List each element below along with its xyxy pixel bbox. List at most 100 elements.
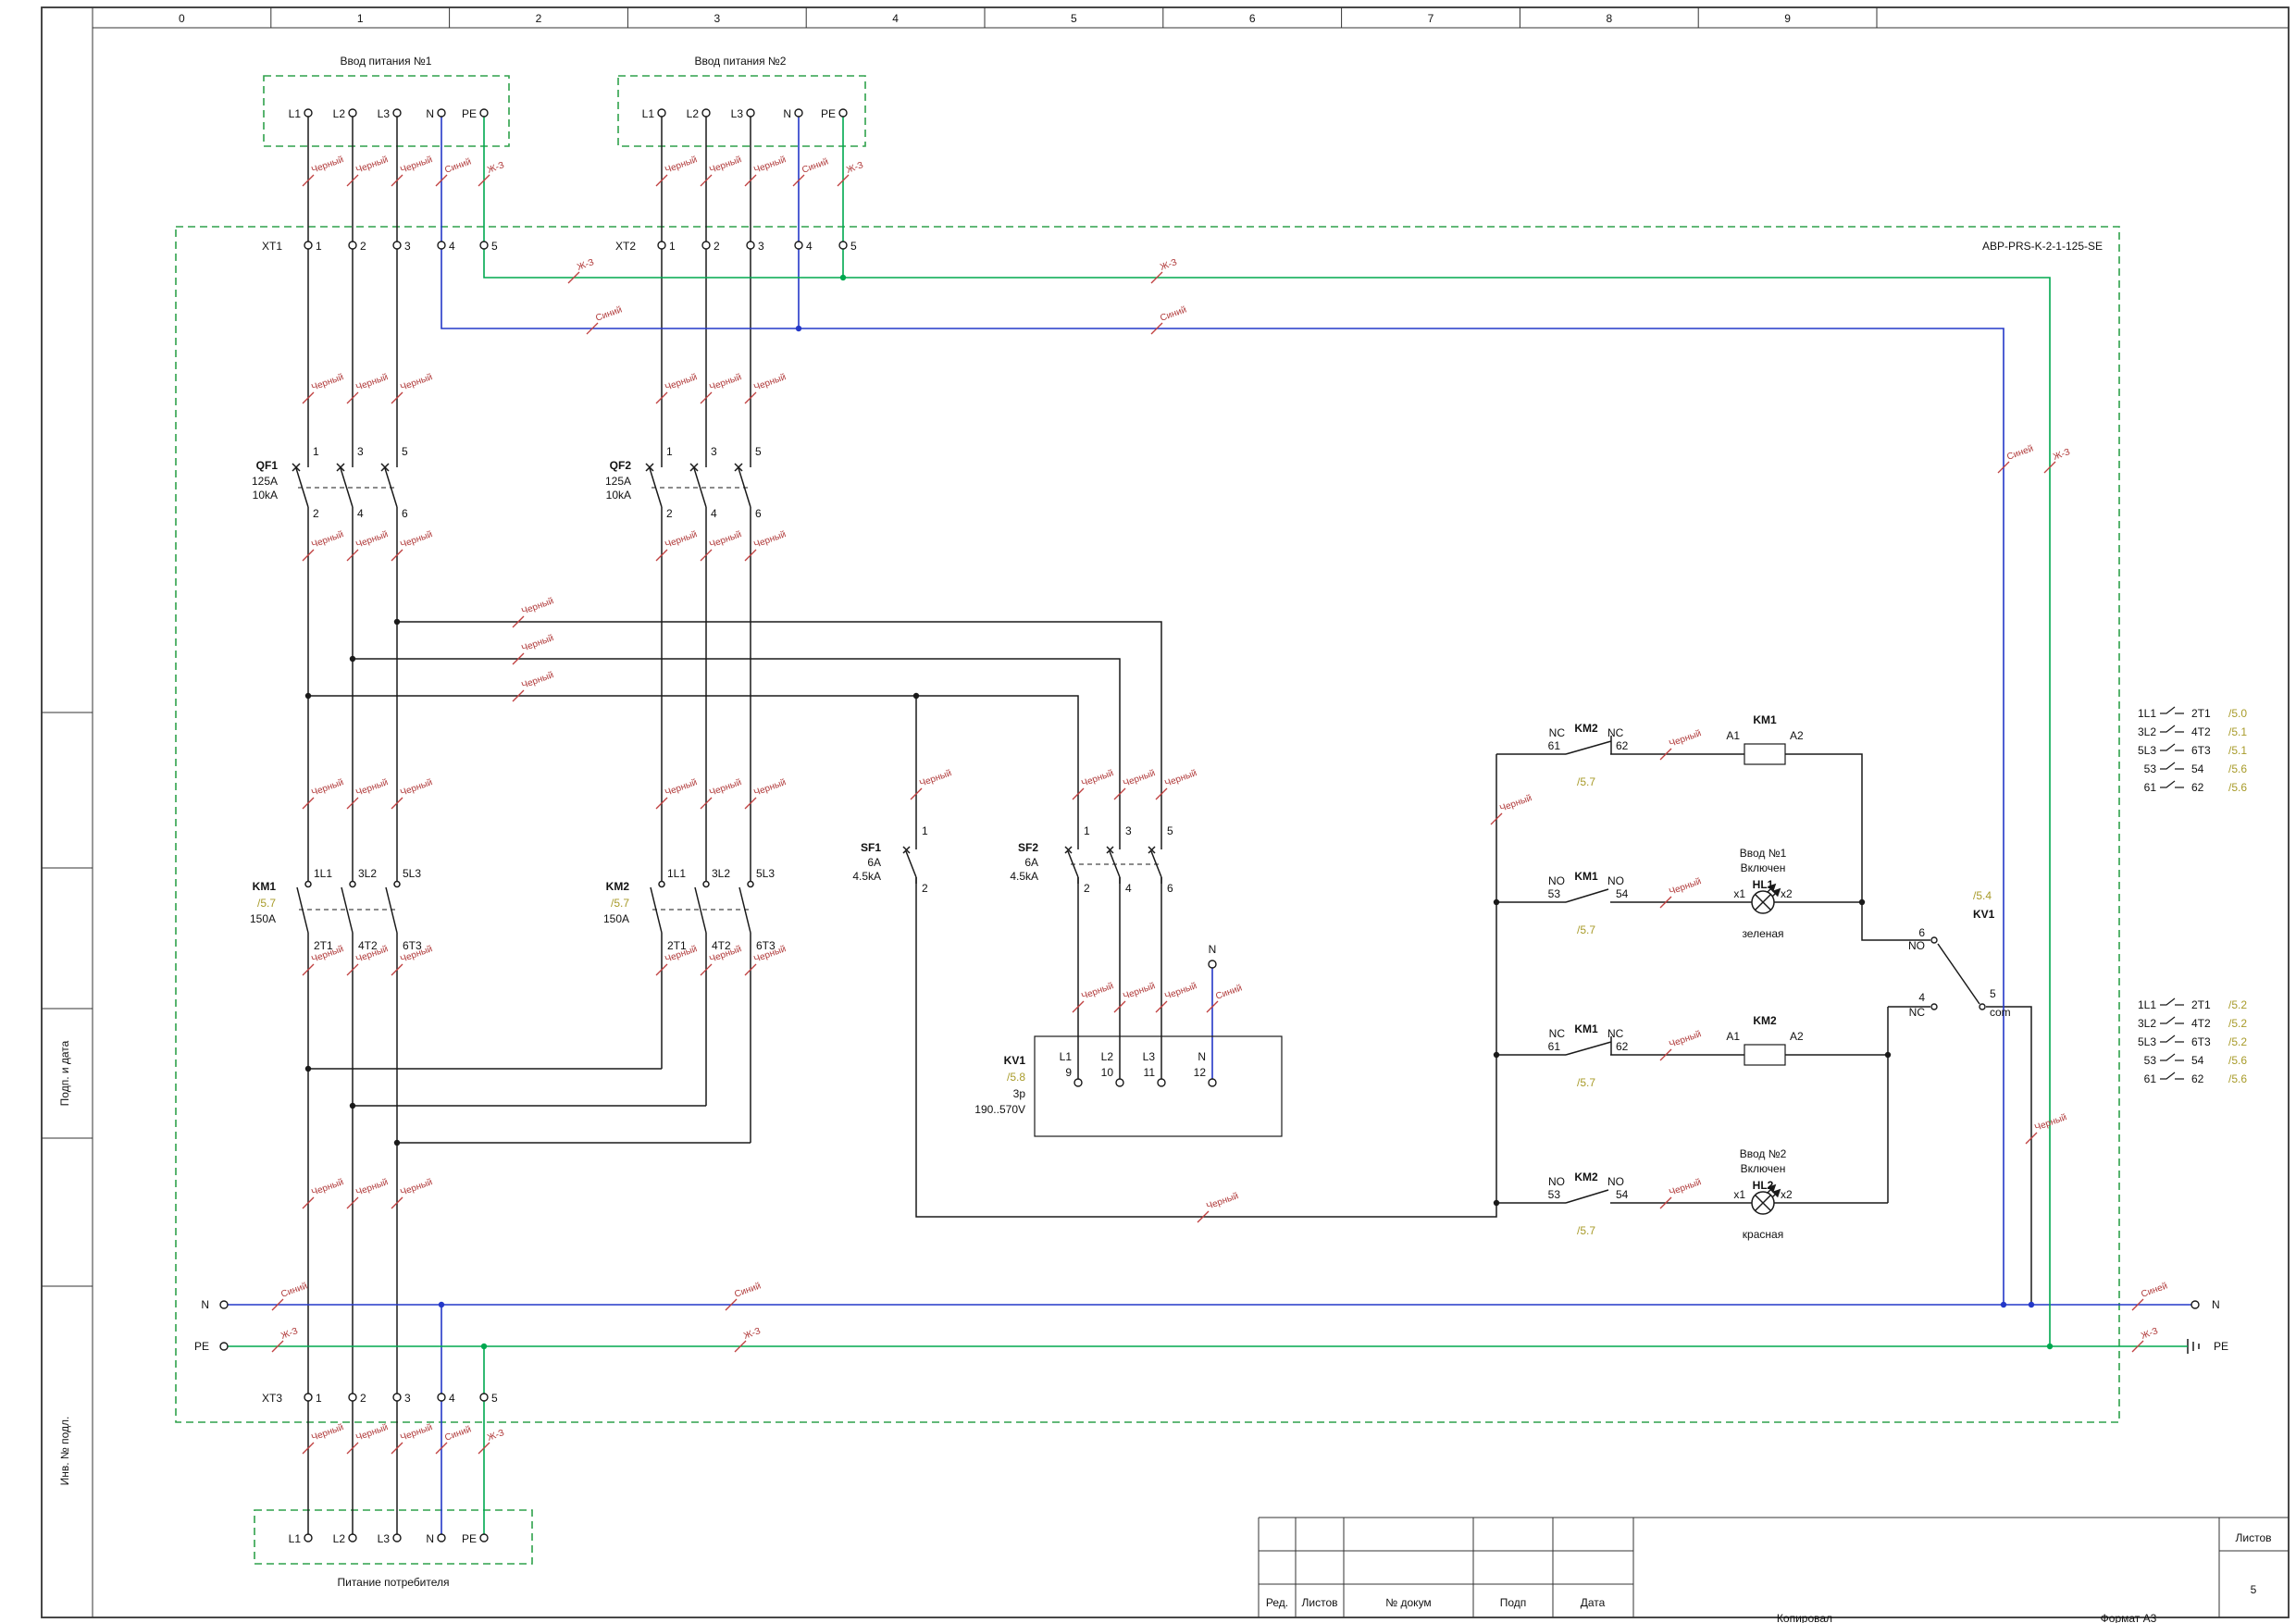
input1-terminal-label: L2 (333, 107, 346, 120)
rung-km2-no: /5.7 (1577, 1224, 1595, 1237)
wire-color-label: Ж-З (1159, 257, 1178, 273)
input2-terminals (658, 109, 665, 117)
kv1-poles: 3p (1013, 1087, 1026, 1100)
ruler: 0 (179, 12, 185, 25)
km2-coil-a1: A1 (1726, 1030, 1740, 1043)
input1-terminal-label: PE (462, 107, 477, 120)
km2-pin-top: 1L1 (667, 867, 686, 880)
qf1-pin-top: 5 (402, 445, 408, 458)
output-terminal-label: L1L2L3NPE (289, 1532, 477, 1545)
km1-contact-reference: 53 (2144, 762, 2157, 775)
input1-terminals (393, 109, 401, 117)
xt1-label: XT1 (262, 240, 282, 253)
wire-color-label: Ж-З (845, 160, 864, 176)
wire-color-label: Черный (1080, 768, 1115, 789)
km1-pin-top: 5L3 (403, 867, 421, 880)
qf2-pin-bottom: 2 (666, 507, 673, 520)
wire-color-label: Черный (918, 768, 953, 789)
wire-color-label: Черный (399, 777, 434, 799)
rung-km1-nc: KM1 (1574, 1022, 1598, 1035)
kv1-contact-label: KV1 (1973, 908, 1995, 921)
format-label: Формат А3 (2101, 1612, 2157, 1623)
xt3-pin: 3 (404, 1392, 411, 1405)
n-bus-right-label: N (2212, 1298, 2220, 1311)
qf1-breaking: 10kA (253, 489, 278, 502)
qf1-breaker (292, 444, 397, 520)
wire-color-label: Синий (1214, 983, 1243, 1001)
panel-box (176, 227, 2119, 1422)
km1-contact-reference: 5L3 (2138, 744, 2156, 757)
kv1-com-terminal (1980, 1004, 1985, 1010)
input2-terminal-label: PE (821, 107, 836, 120)
sf2-breaking: 4.5kA (1010, 870, 1038, 883)
kv1-terminal-pin: 12 (1194, 1066, 1207, 1079)
kv1-range: 190..570V (974, 1103, 1025, 1116)
wire-color-label: Черный (752, 777, 788, 799)
output-terminals (349, 1534, 356, 1542)
wire-color-label: Черный (1122, 768, 1157, 789)
xt1-terminals (304, 242, 488, 249)
qf2-pin-top: 3 (711, 445, 717, 458)
hl2-color: красная (1743, 1228, 1783, 1241)
wire-color-label: Ж-З (2140, 1326, 2159, 1342)
input2-terminal-label: L3 (731, 107, 744, 120)
wire-color-label: Черный (708, 155, 743, 176)
xt3-terminals (304, 1394, 488, 1401)
pe-bus-right-label: PE (2214, 1340, 2228, 1353)
output-terminal-label: N (426, 1532, 434, 1545)
sf1-label: SF1 (861, 841, 881, 854)
input2-terminals (795, 109, 802, 117)
km1-coil-a1: A1 (1726, 729, 1740, 742)
xt3-pin: 2 (360, 1392, 366, 1405)
sf1-breaking: 4.5kA (852, 870, 881, 883)
qf2-pin-bottom: 6 (755, 507, 762, 520)
km1-contact-reference: 54 (2191, 762, 2204, 775)
km2-coil-label: KM2 (1753, 1014, 1777, 1027)
wire-color-label: Черный (310, 372, 345, 393)
wiring-neutral-blue (228, 117, 2191, 1534)
xt2-pin: 4 (806, 240, 813, 253)
hl1-line2: Включен (1741, 861, 1786, 874)
qf1-pin-bottom: 2 (313, 507, 319, 520)
km2-contact-reference: 4T2 (2191, 1017, 2211, 1030)
wire-color-label: Черный (664, 155, 699, 176)
input1-terminal-label: L1 (289, 107, 302, 120)
wire-color-label: Черный (664, 529, 699, 551)
xt2-terminals (702, 242, 710, 249)
wire-color-label: Черный (310, 1422, 345, 1443)
junction-dots-green (481, 275, 2053, 1349)
rung-km1-no: /5.7 (1577, 923, 1595, 936)
sf1-pin-bottom: 2 (922, 882, 928, 895)
kv1-label: KV1 (1004, 1054, 1026, 1067)
input2-title: Ввод питания №2 (695, 55, 787, 68)
input2-terminals (747, 109, 754, 117)
xt2-terminals (795, 242, 802, 249)
title-block-column: Ред. (1266, 1596, 1288, 1609)
rung-km2-nc: 61 (1548, 739, 1561, 752)
wire-color-label: Ж-З (2052, 447, 2071, 463)
wire-color-label: Черный (664, 777, 699, 799)
side-label-inv-number: Инв. № подл. (58, 1417, 71, 1486)
rung-km2-no: KM2 (1574, 1171, 1598, 1183)
xt1-terminals (349, 242, 356, 249)
input1-terminals (480, 109, 488, 117)
km1-contact-reference: 3L2 (2138, 725, 2156, 738)
wire-color-label: Черный (752, 155, 788, 176)
km2-label: KM2 (606, 880, 630, 893)
km2-contact-reference: 1L12T1/5.23L24T2/5.25L36T3/5.25354/5.661… (2138, 998, 2247, 1085)
wire-color-label: Синий (443, 1424, 472, 1443)
km2-contact-reference: 62 (2191, 1072, 2204, 1085)
output-terminals (438, 1534, 445, 1542)
km1-label: KM1 (253, 880, 277, 893)
qf1-pin-bottom: 4 (357, 507, 364, 520)
rung-km1-nc: 62 (1616, 1040, 1629, 1053)
ruler: 7 (1428, 12, 1434, 25)
input1-terminal-label: L3 (378, 107, 391, 120)
km2-coil-a2: A2 (1790, 1030, 1804, 1043)
xt1-pin: 5 (491, 240, 498, 253)
rung-km1-no: NOKM1NO5354/5.7 (1548, 870, 1629, 936)
rung-km2-no: NO (1548, 1175, 1565, 1188)
kv1-n-node (1209, 960, 1216, 968)
xt2-terminals (658, 242, 665, 249)
